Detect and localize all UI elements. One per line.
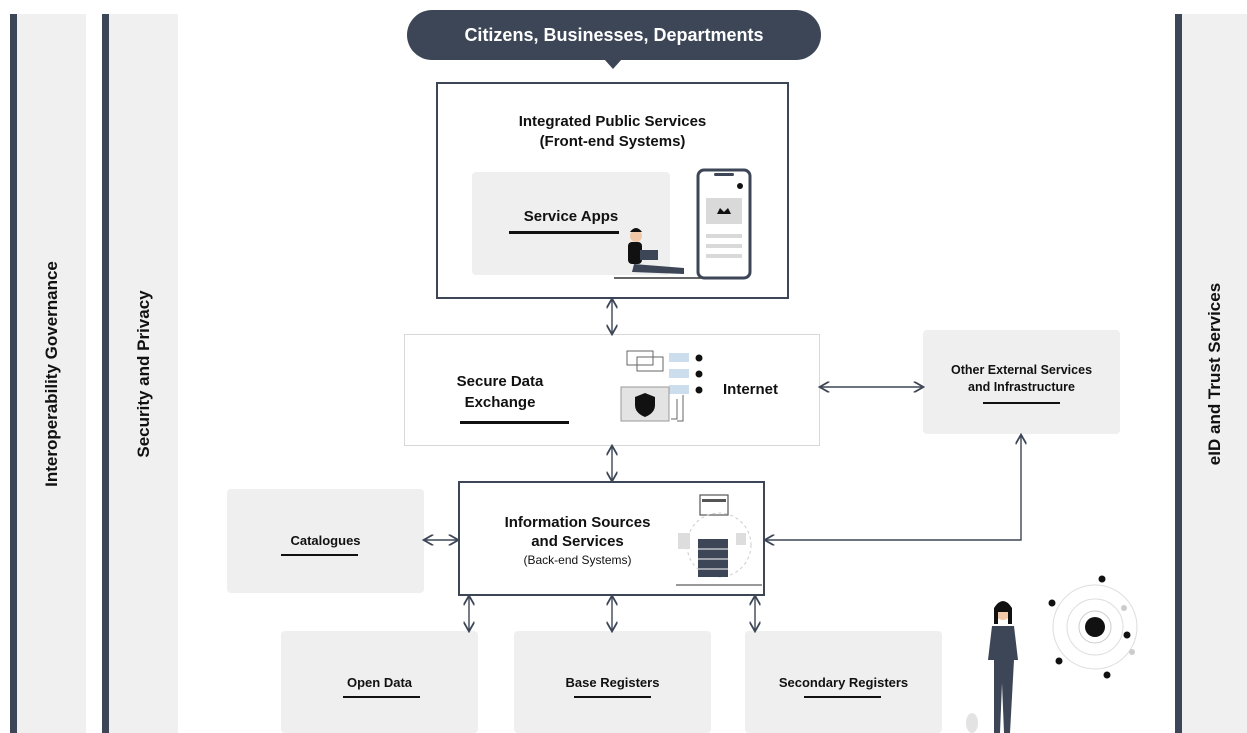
external-title-line2: and Infrastructure <box>968 380 1075 394</box>
person-laptop-illustration <box>614 228 724 279</box>
bubble-tail <box>604 59 622 69</box>
info-sources-title-line1: Information Sources <box>504 514 651 531</box>
integrated-public-services-box: Integrated Public Services (Front-end Sy… <box>436 82 789 299</box>
info-sources-subtitle: (Back-end Systems) <box>523 553 632 567</box>
base-registers-label: Base Registers <box>565 675 660 690</box>
open-data-panel[interactable]: Open Data <box>281 631 478 733</box>
open-data-label: Open Data <box>346 675 412 690</box>
exchange-title-line1: Secure Data <box>456 373 544 390</box>
internet-label: Internet <box>723 381 779 398</box>
secondary-registers-panel[interactable]: Secondary Registers <box>745 631 942 733</box>
interoperability-governance-bar: Interoperability Governance <box>10 14 86 733</box>
backend-server-icon <box>676 494 762 586</box>
external-underline <box>983 402 1060 404</box>
stakeholders-bubble: Citizens, Businesses, Departments <box>407 10 821 60</box>
arrow-external-to-backend <box>766 436 1021 540</box>
standing-person-illustration <box>966 601 1018 733</box>
security-privacy-bar: Security and Privacy <box>102 14 178 733</box>
exchange-title: Secure Data Exchange <box>435 371 565 413</box>
catalogues-label: Catalogues <box>290 533 361 548</box>
service-apps-underline <box>509 231 619 234</box>
external-title-line1: Other External Services <box>950 363 1093 377</box>
integrated-services-title-line2: (Front-end Systems) <box>539 133 686 150</box>
catalogues-panel[interactable]: Catalogues <box>227 489 424 593</box>
secondary-registers-underline <box>804 696 881 698</box>
orbit-illustration <box>1048 575 1138 679</box>
mobile-phone-icon <box>696 168 752 280</box>
info-sources-title: Information Sources and Services (Back-e… <box>480 513 675 570</box>
exchange-title-line2: Exchange <box>464 394 536 411</box>
service-apps-label: Service Apps <box>523 208 619 225</box>
stakeholders-label: Citizens, Businesses, Departments <box>464 24 764 45</box>
base-registers-panel[interactable]: Base Registers <box>514 631 711 733</box>
info-sources-title-line2: and Services <box>531 533 624 550</box>
external-services-panel[interactable]: Other External Services and Infrastructu… <box>923 330 1120 434</box>
catalogues-underline <box>281 554 358 556</box>
external-title: Other External Services and Infrastructu… <box>923 362 1120 396</box>
integrated-services-title: Integrated Public Services (Front-end Sy… <box>438 112 787 152</box>
exchange-underline <box>460 421 569 424</box>
open-data-underline <box>343 696 420 698</box>
integrated-services-title-line1: Integrated Public Services <box>518 113 707 130</box>
secure-server-icon <box>620 350 703 422</box>
eid-trust-bar: eID and Trust Services <box>1175 14 1247 733</box>
base-registers-underline <box>574 696 651 698</box>
secondary-registers-label: Secondary Registers <box>778 675 909 690</box>
